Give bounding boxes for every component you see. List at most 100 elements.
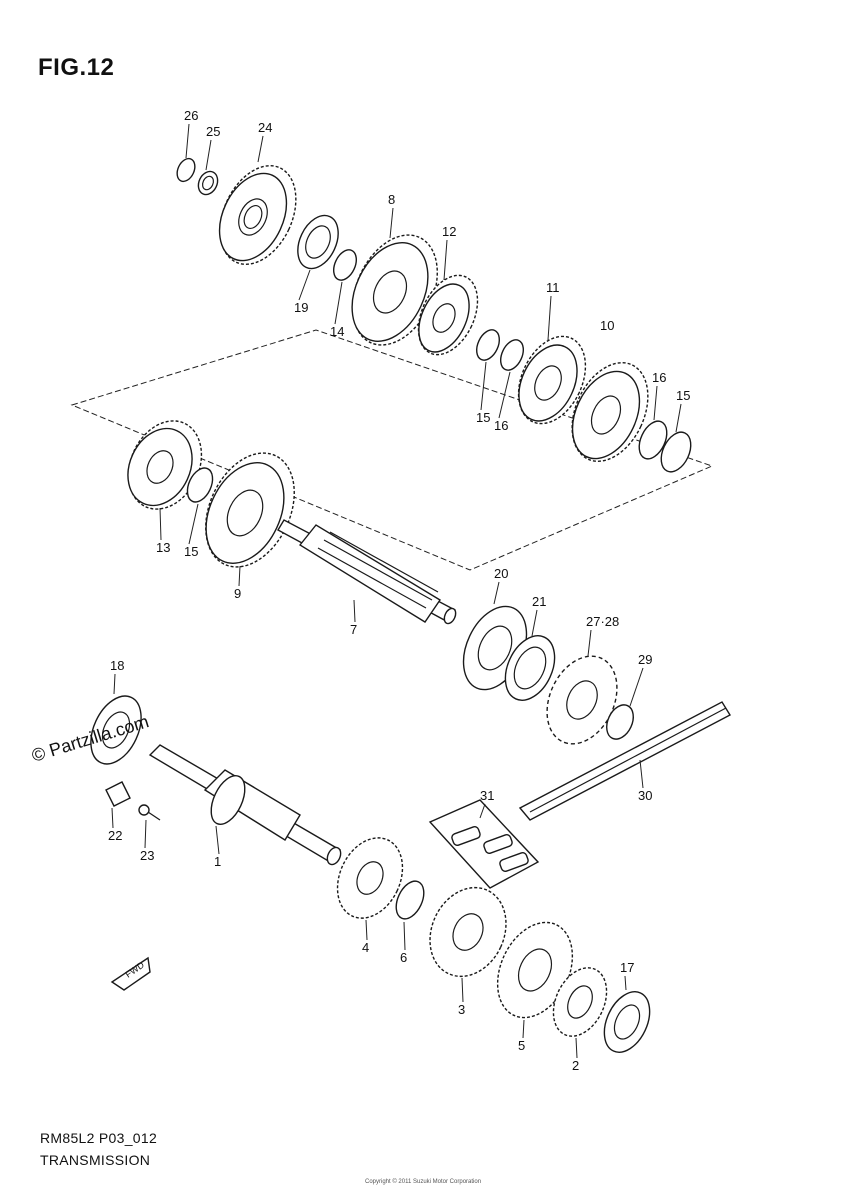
part-retainer-22[interactable] [105,781,131,807]
callout-1[interactable]: 1 [214,854,221,869]
part-circlip-15-inner[interactable] [182,464,217,506]
callout-18[interactable]: 18 [110,658,124,673]
leader-line-c1 [215,825,220,855]
part-gear-13[interactable] [115,409,216,521]
part-gear-4[interactable] [325,827,415,928]
callout-leaders [111,123,682,1059]
callout-16[interactable]: 16 [494,418,508,433]
part-gear-12[interactable] [407,266,490,364]
figure-title: FIG.12 [38,54,115,81]
leader-line-c4 [365,919,368,941]
callout-20[interactable]: 20 [494,566,508,581]
callout-19[interactable]: 19 [294,300,308,315]
part-drive-chain-30[interactable] [518,701,731,821]
part-washer-16-upper[interactable] [496,336,528,373]
callout-5[interactable]: 5 [518,1038,525,1053]
part-gear-2[interactable] [543,959,617,1045]
leader-line-c16a [653,385,658,421]
leader-line-c12 [443,239,448,281]
leader-line-c17 [624,975,627,991]
leader-line-c2728 [587,629,592,657]
leader-line-c13 [159,507,162,541]
part-gear-8[interactable] [336,221,454,358]
callout-3[interactable]: 3 [458,1002,465,1017]
leader-line-c5 [522,1019,525,1039]
leader-line-c20 [493,581,500,605]
leader-line-c15b [480,361,487,411]
part-washer-14[interactable] [329,246,361,283]
callout-29[interactable]: 29 [638,652,652,667]
part-circlip-15-upper[interactable] [472,326,504,363]
callout-15[interactable]: 15 [184,544,198,559]
callout-14[interactable]: 14 [330,324,344,339]
part-circlip-26[interactable] [174,156,199,185]
subassembly-outline [70,329,714,571]
callout-17[interactable]: 17 [620,960,634,975]
callout-7[interactable]: 7 [350,622,357,637]
callout-6[interactable]: 6 [400,950,407,965]
part-oil-seal-21[interactable] [496,628,565,708]
callout-2[interactable]: 2 [572,1058,579,1073]
callout-30[interactable]: 30 [638,788,652,803]
leader-line-c22 [111,807,114,829]
fwd-arrow-icon: FWD [110,956,151,991]
leader-line-c7 [353,599,356,623]
leader-line-c15a [675,403,682,433]
part-countershaft-7[interactable] [277,519,458,625]
callout-31[interactable]: 31 [480,788,494,803]
part-chain-joint-31[interactable] [428,799,540,889]
part-bearing-17[interactable] [595,985,658,1060]
leader-line-c23 [144,819,147,849]
callout-21[interactable]: 21 [532,594,546,609]
leader-line-c26 [185,123,190,159]
leader-line-c21 [531,609,538,637]
part-washer-25[interactable] [195,168,221,197]
callout-15[interactable]: 15 [476,410,490,425]
callout-12[interactable]: 12 [442,224,456,239]
part-bearing-19[interactable] [290,209,346,275]
callout-27-28[interactable]: 27·28 [586,614,619,629]
part-bearing-18[interactable] [81,688,151,772]
leader-line-c2 [575,1037,578,1059]
callout-25[interactable]: 25 [206,124,220,139]
leader-line-c30 [639,759,644,789]
part-screw-23[interactable] [138,804,161,821]
part-gear-24[interactable] [205,154,311,277]
callout-15[interactable]: 15 [676,388,690,403]
callout-8[interactable]: 8 [388,192,395,207]
leader-line-c14 [334,281,343,325]
callout-24[interactable]: 24 [258,120,272,135]
callout-23[interactable]: 23 [140,848,154,863]
part-circlip-6[interactable] [391,877,430,923]
leader-line-c8 [389,207,394,239]
callout-11[interactable]: 11 [546,280,560,295]
leader-line-c24 [257,135,264,163]
part-washer-16-right[interactable] [634,417,673,463]
leader-line-c25 [205,139,212,171]
part-mainshaft-1[interactable] [148,744,343,867]
callout-13[interactable]: 13 [156,540,170,555]
leader-line-c29 [629,667,644,707]
copyright-fine-print: Copyright © 2011 Suzuki Motor Corporatio… [365,1178,481,1185]
callout-10[interactable]: 10 [600,318,614,333]
part-washer-29[interactable] [602,701,639,744]
part-circlip-15-right[interactable] [655,427,696,476]
leader-line-c3 [461,977,464,1003]
callout-9[interactable]: 9 [234,586,241,601]
callout-4[interactable]: 4 [362,940,369,955]
part-gear-3[interactable] [416,875,520,989]
leader-line-c15c [188,503,199,545]
part-gear-10[interactable] [557,351,663,474]
part-gear-11[interactable] [505,326,598,435]
model-code: RM85L2 P03_012 [40,1130,158,1146]
leader-line-c18 [113,673,116,695]
callout-22[interactable]: 22 [108,828,122,843]
callout-16[interactable]: 16 [652,370,666,385]
part-gear-9[interactable] [188,439,311,582]
leader-line-c31 [479,803,486,819]
leader-line-c16b [498,371,511,419]
callout-26[interactable]: 26 [184,108,198,123]
leader-line-c19 [298,269,311,301]
